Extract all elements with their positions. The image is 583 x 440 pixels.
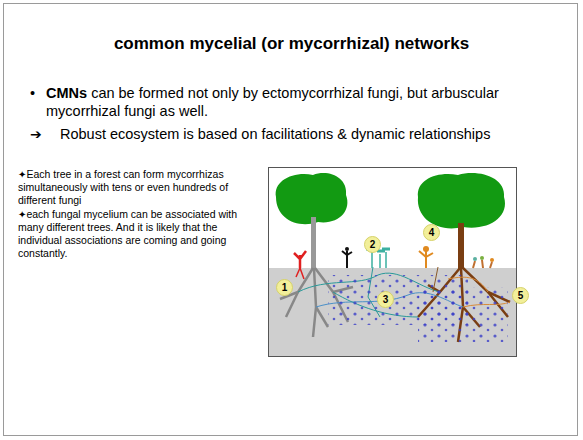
callout-number: 2 (370, 239, 376, 250)
callout-circle: 1 (276, 279, 293, 296)
forest-illustration (268, 167, 517, 357)
bullet-mark: • (30, 84, 35, 102)
tree-canopy (276, 173, 348, 224)
bold-term: CMNs (46, 85, 87, 101)
tree-canopy (418, 173, 505, 228)
note-text: ✦each fungal mycelium can be associated … (18, 208, 256, 260)
arrow-text: Robust ecosystem is based on facilitatio… (46, 125, 546, 143)
callout-number: 4 (429, 227, 435, 238)
bullet-body: can be formed not only by ectomycorrhiza… (46, 85, 499, 119)
arrow-mark: ➔ (30, 125, 42, 143)
note-body: Each tree in a forest can form mycorrhiz… (18, 168, 228, 206)
small-plants (294, 246, 494, 279)
star-mark: ✦ (18, 209, 26, 220)
bullet-text: CMNs can be formed not only by ectomycor… (46, 84, 561, 120)
callout-number: 3 (383, 294, 389, 305)
slide-title: common mycelial (or mycorrhizal) network… (10, 34, 573, 54)
soil (269, 268, 516, 356)
callout-circle: 3 (377, 291, 394, 308)
callout-circle: 4 (423, 224, 440, 241)
tree-trunk (458, 223, 464, 269)
note-body: each fungal mycelium can be associated w… (18, 208, 237, 259)
callout-number: 5 (518, 290, 524, 301)
note-text: ✦Each tree in a forest can form mycorrhi… (18, 168, 256, 207)
tree-trunk (311, 217, 316, 269)
callout-number: 1 (282, 282, 288, 293)
callout-circle: 2 (364, 236, 381, 253)
callout-circle: 5 (512, 287, 529, 304)
star-mark: ✦ (18, 169, 26, 180)
